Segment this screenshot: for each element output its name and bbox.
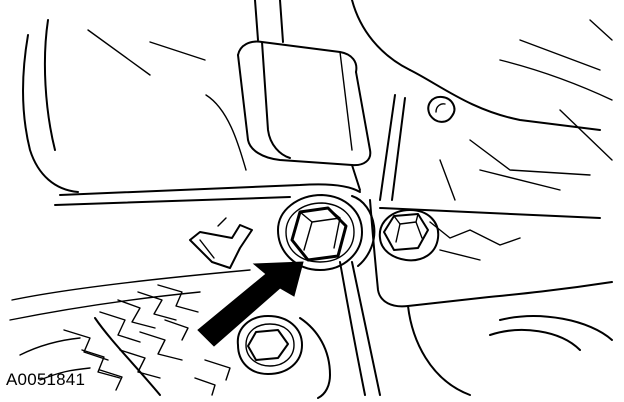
pointer-arrow <box>197 261 304 347</box>
vertical-bracket <box>237 0 372 191</box>
mounting-nut <box>378 209 440 262</box>
figure-id-label: A0051841 <box>6 370 86 389</box>
upper-left-housing <box>22 19 247 193</box>
upper-right-assembly <box>351 0 613 201</box>
lower-bolt <box>221 300 331 399</box>
retaining-clip <box>189 217 253 269</box>
drain-plug <box>277 194 381 396</box>
housing-flange <box>9 183 361 321</box>
ribbed-housing <box>19 284 231 396</box>
